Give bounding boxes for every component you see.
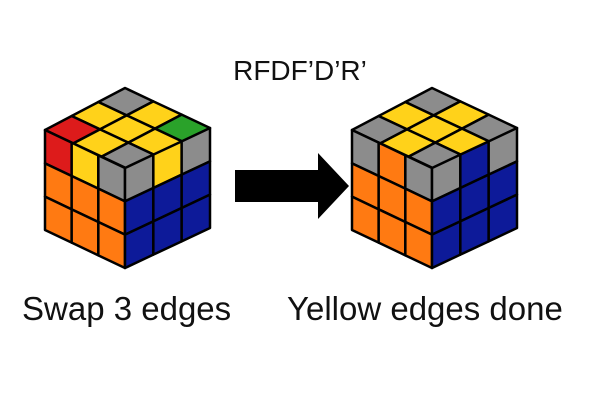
right-sticker-blue: [180, 193, 212, 243]
cube-after: [350, 86, 519, 270]
right-arrow-icon: [235, 153, 349, 219]
algorithm-notation: RFDF’D’R’: [233, 55, 367, 86]
caption-before: Swap 3 edges: [22, 290, 232, 327]
right-sticker-blue: [487, 193, 519, 243]
caption-after: Yellow edges done: [287, 290, 563, 327]
cube-before: [43, 86, 212, 270]
